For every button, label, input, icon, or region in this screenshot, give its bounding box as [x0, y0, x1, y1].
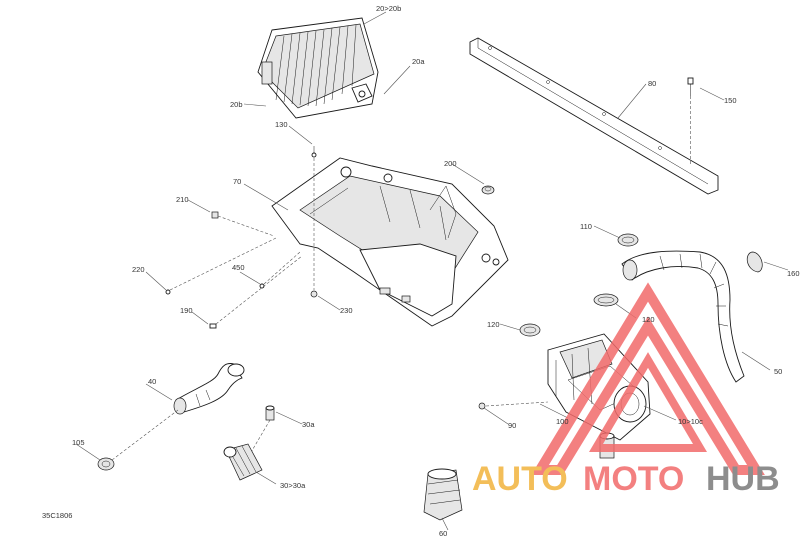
part-labels: 20>20b 20a 20b 80 150 130 70 200 210 220…: [42, 4, 800, 538]
label-30-30a: 30>30a: [280, 481, 306, 490]
duct-60: [423, 468, 463, 521]
label-20a: 20a: [412, 57, 425, 66]
label-130: 130: [275, 120, 288, 129]
label-20b: 20b: [230, 100, 243, 109]
washer-450: [259, 251, 301, 289]
label-160: 160: [787, 269, 800, 278]
label-200: 200: [444, 159, 457, 168]
clamp-110: [617, 233, 639, 247]
intercooler-part: [257, 17, 379, 119]
label-100: 100: [556, 417, 569, 426]
label-230: 230: [340, 306, 353, 315]
screw-90: [478, 401, 549, 410]
mounting-bar-part: [469, 37, 719, 195]
watermark-triangle: [531, 282, 765, 475]
intake-hose-40: [173, 363, 245, 415]
leader-lines: [75, 11, 789, 531]
label-105: 105: [72, 438, 85, 447]
automotohub-watermark: AUTO MOTO HUB: [472, 282, 780, 498]
label-90: 90: [508, 421, 516, 430]
label-40: 40: [148, 377, 156, 386]
airbox-frame-part: [271, 157, 509, 327]
label-30a: 30a: [302, 420, 315, 429]
clip-230: [310, 290, 318, 298]
bellows-30: [223, 443, 263, 481]
label-10-10c: 10>10c: [678, 417, 703, 426]
watermark-auto: AUTO: [472, 460, 568, 498]
fastener-130: [311, 146, 317, 290]
clamp-105: [97, 409, 179, 471]
screw-190: [209, 255, 303, 329]
label-120-lower: 120: [487, 320, 500, 329]
watermark-hub: HUB: [706, 460, 780, 498]
watermark-triangle-inner: [588, 352, 708, 452]
label-110: 110: [580, 222, 592, 231]
nut-210: [211, 211, 275, 237]
bolt-150-part: [687, 77, 694, 164]
watermark-moto: MOTO: [583, 460, 684, 498]
fitting-30a: [249, 405, 275, 455]
diagram-code: 35C1806: [42, 511, 72, 520]
clamp-120-upper: [593, 293, 619, 307]
label-80: 80: [648, 79, 656, 88]
label-210: 210: [176, 195, 189, 204]
label-50: 50: [774, 367, 782, 376]
label-70: 70: [233, 177, 241, 186]
clamp-160: [746, 251, 763, 273]
label-120-upper: 120: [642, 315, 655, 324]
clamp-120-lower: [519, 323, 541, 337]
label-220: 220: [132, 265, 145, 274]
air-hose-50: [621, 250, 745, 383]
label-150: 150: [724, 96, 737, 105]
label-20-20b: 20>20b: [376, 4, 401, 13]
label-450: 450: [232, 263, 245, 272]
label-190: 190: [180, 306, 193, 315]
screw-220: [165, 237, 277, 295]
label-60: 60: [439, 529, 447, 538]
grommet-200: [481, 185, 495, 195]
